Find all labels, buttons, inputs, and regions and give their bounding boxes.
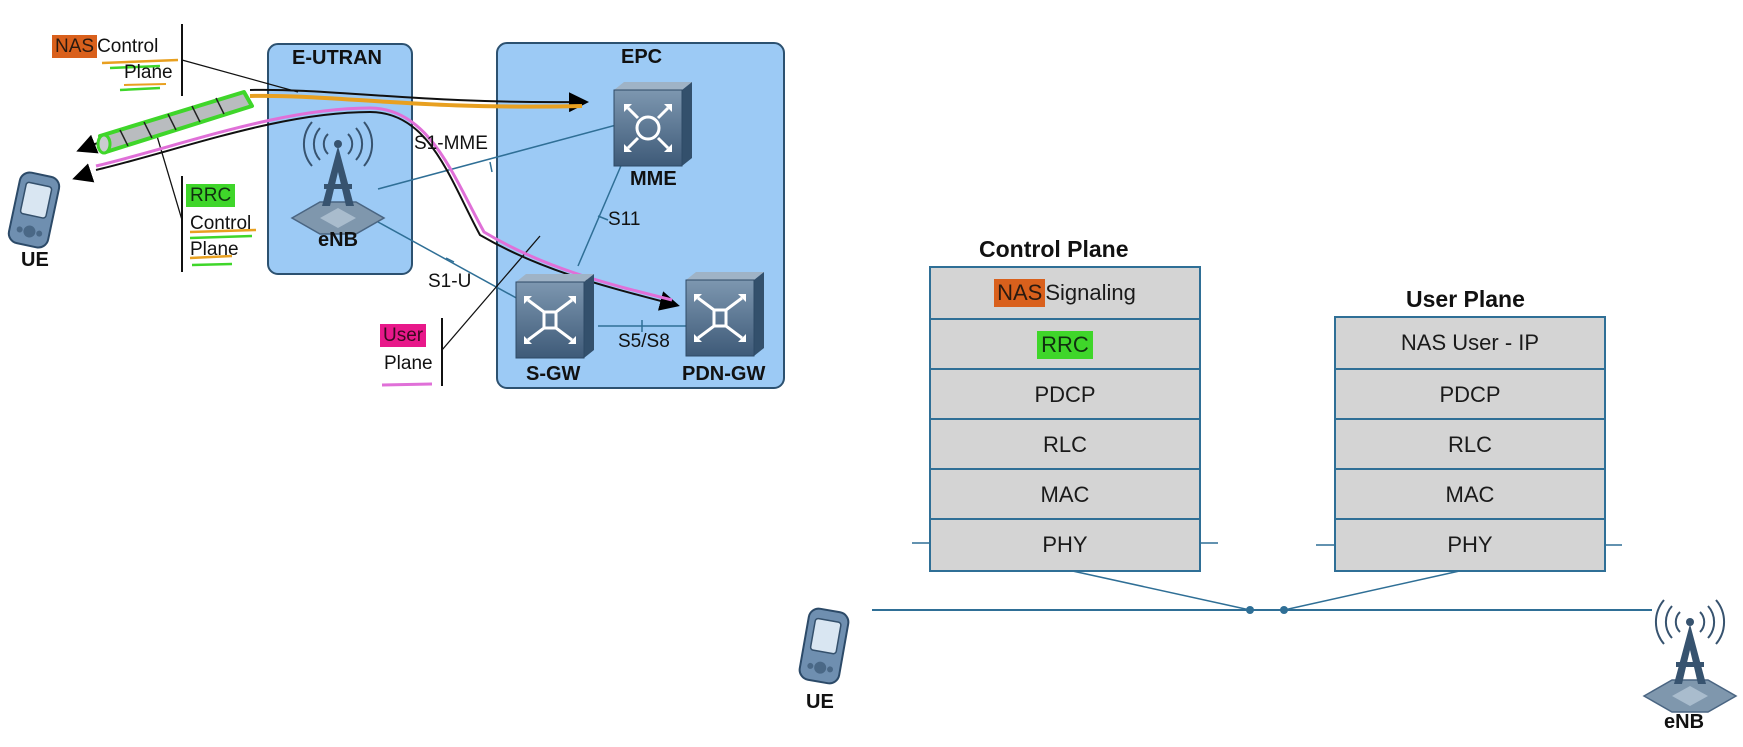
epc-label: EPC [621, 46, 663, 68]
sgw-label: S-GW [526, 363, 581, 385]
rrc-plane-text: Plane [190, 239, 239, 260]
cp-layer-phy: PHY [931, 518, 1199, 570]
pdngw-label: PDN-GW [682, 363, 766, 385]
cp-layer-pdcp: PDCP [931, 368, 1199, 420]
stack-ue-phone-icon [797, 606, 851, 686]
user-plane-title: User Plane [1406, 286, 1525, 312]
pdngw-router-icon [685, 271, 765, 357]
user-plane-text: Plane [384, 353, 433, 374]
s1-mme-link [377, 123, 621, 190]
enb-label: eNB [318, 229, 359, 251]
ue-label: UE [21, 249, 49, 271]
s5s8-label: S5/S8 [618, 331, 670, 352]
mme-label: MME [630, 168, 677, 190]
user-highlight: User [380, 324, 427, 347]
stack-enb-tower-icon [1643, 599, 1737, 713]
rrc-control-text: Control [190, 213, 252, 234]
cp-layer-rlc: RLC [931, 418, 1199, 470]
s11-link [577, 153, 627, 267]
up-layer-phy: PHY [1336, 518, 1604, 570]
rrc-tube [96, 90, 254, 155]
cp-layer-mac: MAC [931, 468, 1199, 520]
stack-ue-label: UE [806, 691, 834, 713]
up-layer-nas-user-ip: NAS User - IP [1400, 330, 1540, 355]
nas-control-text: Control [97, 36, 159, 57]
mme-router-icon [613, 81, 693, 167]
nas-highlight: NAS [52, 35, 98, 58]
up-layer-mac: MAC [1336, 468, 1604, 520]
s1-u-label: S1-U [428, 271, 472, 292]
up-layer-pdcp: PDCP [1336, 368, 1604, 420]
s1-mme-label: S1-MME [414, 133, 488, 154]
eutran-label: E-UTRAN [292, 47, 382, 69]
rrc-highlight: RRC [186, 184, 236, 207]
nas-plane-text: Plane [124, 62, 173, 83]
ue-phone-icon [5, 169, 63, 251]
cp-layer-rrc: RRC [931, 318, 1199, 370]
control-plane-title: Control Plane [979, 236, 1129, 262]
user-plane-stack: NAS User - IP PDCP RLC MAC PHY [1334, 316, 1606, 572]
sgw-router-icon [515, 273, 595, 359]
s11-label: S11 [608, 209, 641, 230]
up-layer-rlc: RLC [1336, 418, 1604, 470]
stack-enb-label: eNB [1664, 711, 1705, 733]
